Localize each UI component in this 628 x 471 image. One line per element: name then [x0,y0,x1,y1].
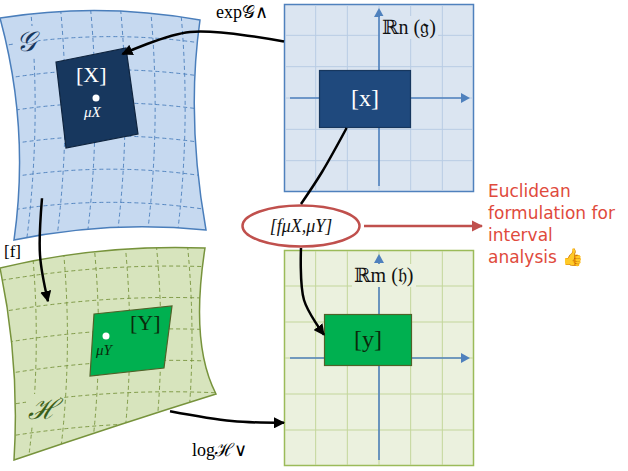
node-label: ℝn (𝔤) [380,16,438,39]
annotation-note: Euclidean formulation for interval analy… [488,180,622,268]
callout-arrow [364,225,482,228]
interval-box-fill [320,71,411,128]
interval-region: [X] μX [52,48,140,150]
axis-head [374,254,384,263]
shape-outline [284,4,474,192]
manifold-region: [Y] μY ℋ [0,244,218,464]
grid-line [58,239,67,469]
grid-line [146,3,155,245]
grid-line [183,239,192,469]
mean-dot [93,95,100,102]
grid-line [176,3,185,245]
manifold-fill [0,247,216,460]
mean-label: μX [84,104,101,121]
node-label: ℋ [26,394,60,426]
node-label: [y] [354,326,382,354]
node-label: [Y] [130,310,161,335]
node-label: ℝm (𝔥) [352,264,416,287]
axis-head [461,93,470,103]
node-label: [fμX,μY] [270,216,333,237]
space-square [285,251,474,466]
manifold-outline [0,247,216,460]
interval-region: [Y] μY [86,306,176,378]
grid-line [27,239,36,469]
node-label: 𝒢 [14,26,38,58]
mean-dot [103,333,110,340]
highlight-ellipse [243,206,360,247]
manifold-outline [0,10,206,240]
interval-box-fill [325,315,412,366]
mapping-arrow [170,411,284,423]
interval-box: [x] [319,70,411,128]
region-fill [90,306,172,376]
tangent-space: [y] ℝm (𝔥) [284,250,474,466]
space-square [285,5,474,192]
node-label: [x] [351,85,379,113]
tangent-space: [x] ℝn (𝔤) [284,4,474,192]
manifold-fill [0,10,206,240]
function-ellipse: [fμX,μY] [241,204,361,248]
node-label: [X] [76,62,107,87]
map-label: [f] [2,242,23,262]
manifold-region: [X] μX 𝒢 [0,8,210,240]
region-fill [56,48,138,148]
axis-head [461,353,470,363]
mean-label: μY [96,342,112,359]
grid-line [0,297,223,312]
interval-box: [y] [324,314,412,366]
grid-line [0,202,215,213]
map-label: logℋ∨ [190,440,249,461]
map-label: exp𝒢∧ [214,2,270,23]
